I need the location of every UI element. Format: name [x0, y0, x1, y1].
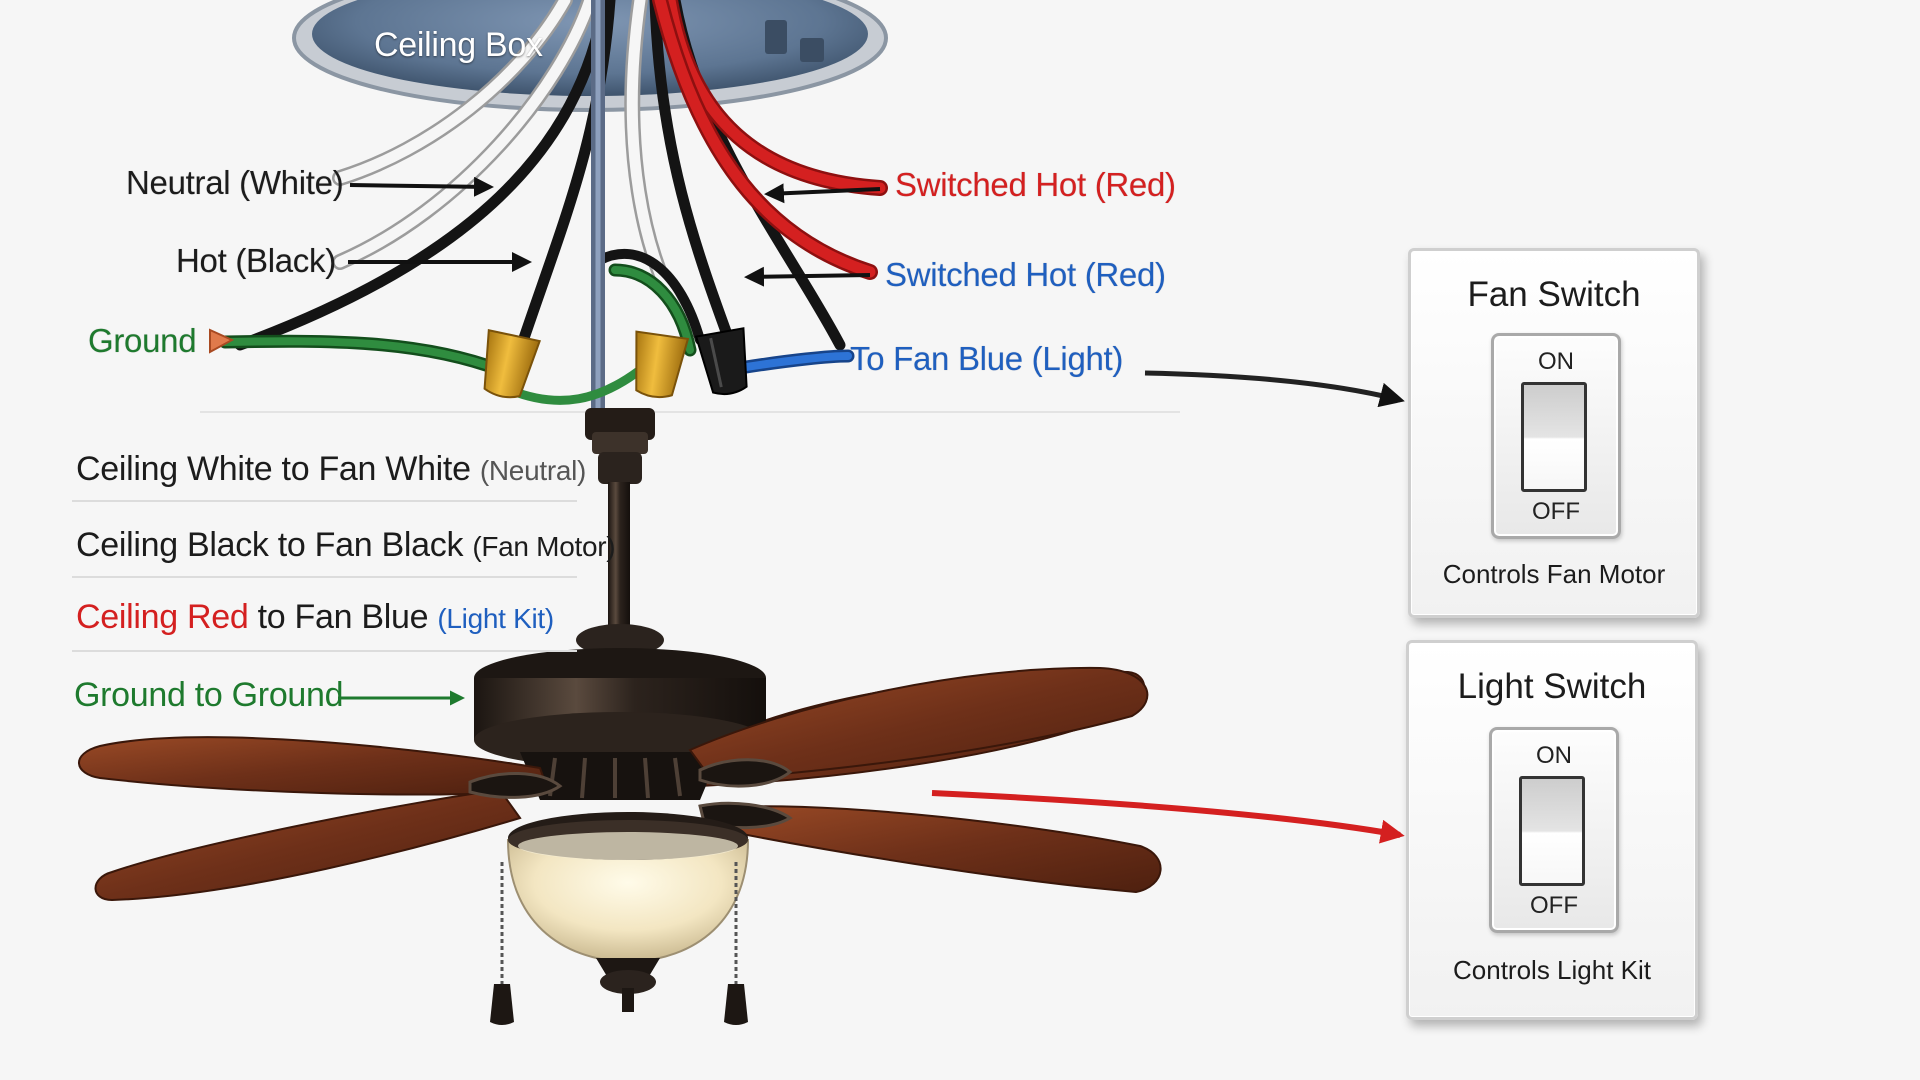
instruction-red: Ceiling Red to Fan Blue (Light Kit) [76, 598, 554, 637]
light-switch-plate: ON OFF [1489, 727, 1619, 933]
instruction-red-part: Ceiling Red [76, 598, 249, 636]
instruction-ground-main: Ground to Ground [74, 676, 344, 714]
wire-nuts [483, 327, 748, 399]
pull-chain-right [724, 984, 748, 1025]
fan-switch-plate: ON OFF [1491, 333, 1621, 539]
instruction-white-note: (Neutral) [479, 455, 587, 486]
instruction-black-main: Ceiling Black to Fan Black [76, 526, 464, 564]
instruction-divider-1 [72, 500, 577, 502]
switched-hot-2-part-red: Red [1095, 256, 1156, 293]
fan-blade-right [688, 666, 1149, 782]
switched-hot-red-label-2: Switched Hot (Red) [885, 256, 1166, 294]
wire-bundle [209, 0, 888, 417]
fan-switch-off-label: OFF [1532, 498, 1580, 525]
ceiling-fan [78, 408, 1162, 1025]
instruction-black: Ceiling Black to Fan Black (Fan Motor) [76, 526, 616, 565]
instruction-ground: Ground to Ground [74, 676, 344, 715]
instruction-divider-3 [72, 650, 577, 652]
light-switch-on-label: ON [1536, 742, 1572, 769]
fan-switch-caption: Controls Fan Motor [1442, 559, 1666, 589]
light-switch-title: Light Switch [1457, 667, 1647, 706]
switched-hot-2-part-a: Switched Hot ( [885, 256, 1096, 293]
label-arrows [338, 176, 1405, 844]
instruction-red-main: to Fan Blue [248, 598, 429, 636]
instruction-divider-2 [72, 576, 577, 578]
pull-chain-left [490, 984, 514, 1025]
fan-blade-left [78, 736, 550, 796]
switched-hot-red-label: Switched Hot (Red) [895, 166, 1176, 203]
hot-black-label: Hot (Black) [176, 242, 336, 279]
ground-label: Ground [88, 322, 197, 359]
fan-switch-on-label: ON [1538, 348, 1574, 375]
instruction-white-main: Ceiling White to Fan White [76, 450, 471, 488]
fan-blade-left-back [94, 788, 522, 902]
light-switch-caption: Controls Light Kit [1453, 955, 1651, 985]
instruction-red-note: (Light Kit) [437, 603, 554, 634]
fan-downrod [608, 482, 630, 632]
neutral-white-label: Neutral (White) [126, 164, 344, 201]
fan-switch-title: Fan Switch [1467, 275, 1641, 314]
ceiling-box-label: Ceiling Box [374, 26, 543, 64]
to-fan-blue-label: To Fan Blue (Light) [850, 340, 1124, 377]
fan-blade-right-lower [711, 805, 1162, 894]
fan-switch-panel: Fan Switch ON OFF Controls Fan Motor [1408, 248, 1700, 618]
fan-switch-toggle[interactable] [1521, 382, 1587, 492]
light-switch-off-label: OFF [1530, 892, 1578, 919]
light-switch-panel: Light Switch ON OFF Controls Light Kit [1406, 640, 1698, 1020]
switched-hot-2-part-c: ) [1155, 256, 1166, 293]
instruction-white: Ceiling White to Fan White (Neutral) [76, 450, 586, 489]
instruction-black-note: (Fan Motor) [472, 531, 616, 562]
light-switch-toggle[interactable] [1519, 776, 1585, 886]
